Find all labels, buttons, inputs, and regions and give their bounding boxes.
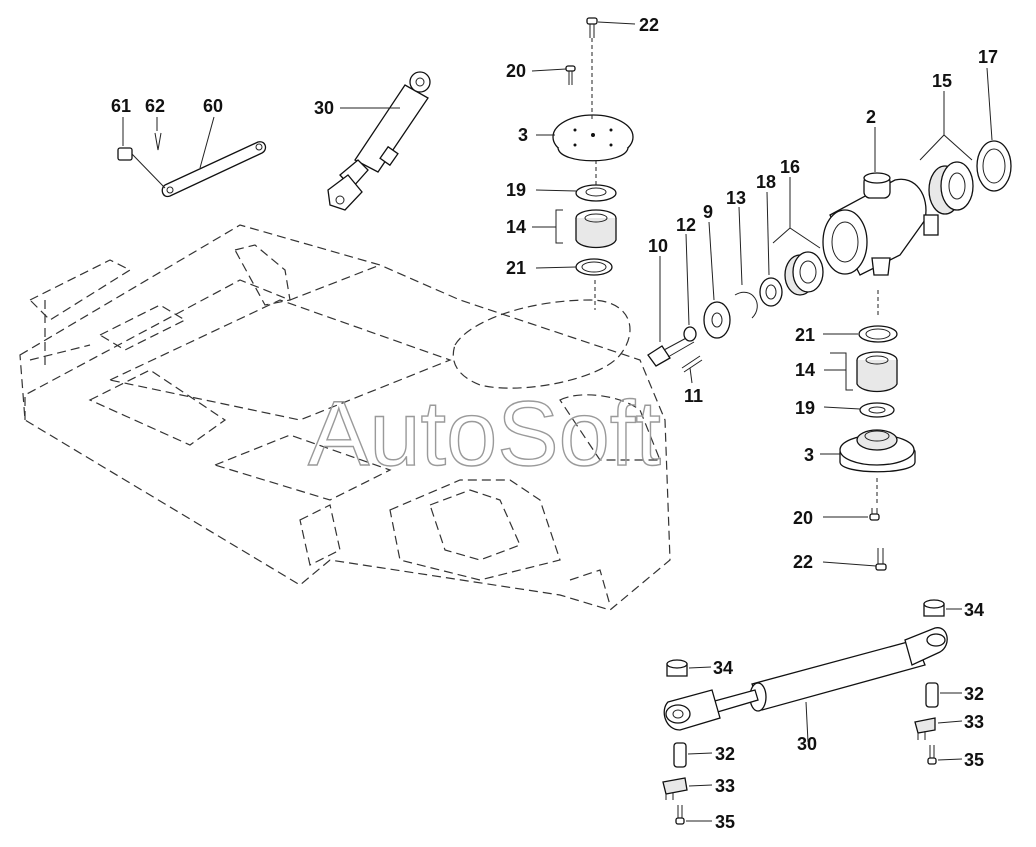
callout-16: 16 xyxy=(780,157,800,177)
leader-lines xyxy=(122,21,993,822)
callout-30-bottom: 30 xyxy=(797,734,817,754)
callout-3-right: 3 xyxy=(804,445,814,465)
bolt-22-right xyxy=(875,548,887,571)
callout-14-top: 14 xyxy=(506,217,526,237)
callout-22-right: 22 xyxy=(793,552,813,572)
callout-33-right: 33 xyxy=(964,712,984,732)
callout-21-top: 21 xyxy=(506,258,526,278)
nut-34-left xyxy=(666,659,688,677)
callout-22-top: 22 xyxy=(639,15,659,35)
screw-35-right xyxy=(927,745,937,765)
bearing-16 xyxy=(784,251,824,296)
nut-12 xyxy=(683,326,697,342)
bearing-15 xyxy=(928,161,974,215)
callout-20-right: 20 xyxy=(793,508,813,528)
callout-61: 61 xyxy=(111,96,131,116)
callout-3-top: 3 xyxy=(518,125,528,145)
callout-34-left: 34 xyxy=(713,658,733,678)
seal-21-top xyxy=(575,258,613,276)
callout-32-right: 32 xyxy=(964,684,984,704)
pin-61 xyxy=(117,147,166,189)
callout-15: 15 xyxy=(932,71,952,91)
washer-19-right xyxy=(859,402,895,418)
ring-18 xyxy=(759,277,783,307)
callout-60: 60 xyxy=(203,96,223,116)
callout-10: 10 xyxy=(648,236,668,256)
callout-labels: 22 20 3 19 14 21 61 62 60 30 2 15 17 16 … xyxy=(111,15,998,832)
cap-3-top xyxy=(552,114,634,162)
callout-35-right: 35 xyxy=(964,750,984,770)
cap-3-right xyxy=(839,429,916,473)
callout-11: 11 xyxy=(684,386,703,406)
callout-9: 9 xyxy=(703,202,713,222)
callout-62: 62 xyxy=(145,96,165,116)
callout-19-top: 19 xyxy=(506,180,526,200)
circlip-13 xyxy=(734,292,758,319)
sleeve-32-right xyxy=(925,682,939,708)
washer-19-top xyxy=(575,184,617,202)
bracket-33-right xyxy=(914,717,936,740)
callout-35-left: 35 xyxy=(715,812,735,832)
bolt-20-top xyxy=(565,65,576,85)
callout-34-right: 34 xyxy=(964,600,984,620)
callout-12: 12 xyxy=(676,215,696,235)
bolt-20-right xyxy=(869,508,880,521)
seal-17 xyxy=(976,140,1012,192)
callout-33-left: 33 xyxy=(715,776,735,796)
watermark-text: AutoSoft xyxy=(308,383,661,485)
screw-35-left xyxy=(675,805,685,825)
callout-30-top: 30 xyxy=(314,98,334,118)
nut-34-right xyxy=(923,599,945,617)
seal-21-right xyxy=(858,325,898,343)
bearing-14-right xyxy=(856,351,898,393)
callout-18: 18 xyxy=(756,172,776,192)
callout-20-top: 20 xyxy=(506,61,526,81)
bracket-33-left xyxy=(662,777,688,800)
bolt-22-top xyxy=(586,17,598,38)
callout-2: 2 xyxy=(866,107,876,127)
callout-14-right: 14 xyxy=(795,360,815,380)
housing-2 xyxy=(822,172,939,276)
cylinder-top-30 xyxy=(327,71,431,211)
frame-outline xyxy=(19,224,671,611)
callout-13: 13 xyxy=(726,188,746,208)
callout-19-right: 19 xyxy=(795,398,815,418)
callout-32-left: 32 xyxy=(715,744,735,764)
cotter-62 xyxy=(154,132,162,151)
bushing-9 xyxy=(703,301,731,339)
bearing-14-top xyxy=(575,209,617,249)
sleeve-32-left xyxy=(673,742,687,768)
callout-21-right: 21 xyxy=(795,325,815,345)
cylinder-bottom-30 xyxy=(663,627,948,731)
callout-17: 17 xyxy=(978,47,998,67)
stud-11 xyxy=(681,355,703,373)
link-bar-60 xyxy=(161,141,267,198)
